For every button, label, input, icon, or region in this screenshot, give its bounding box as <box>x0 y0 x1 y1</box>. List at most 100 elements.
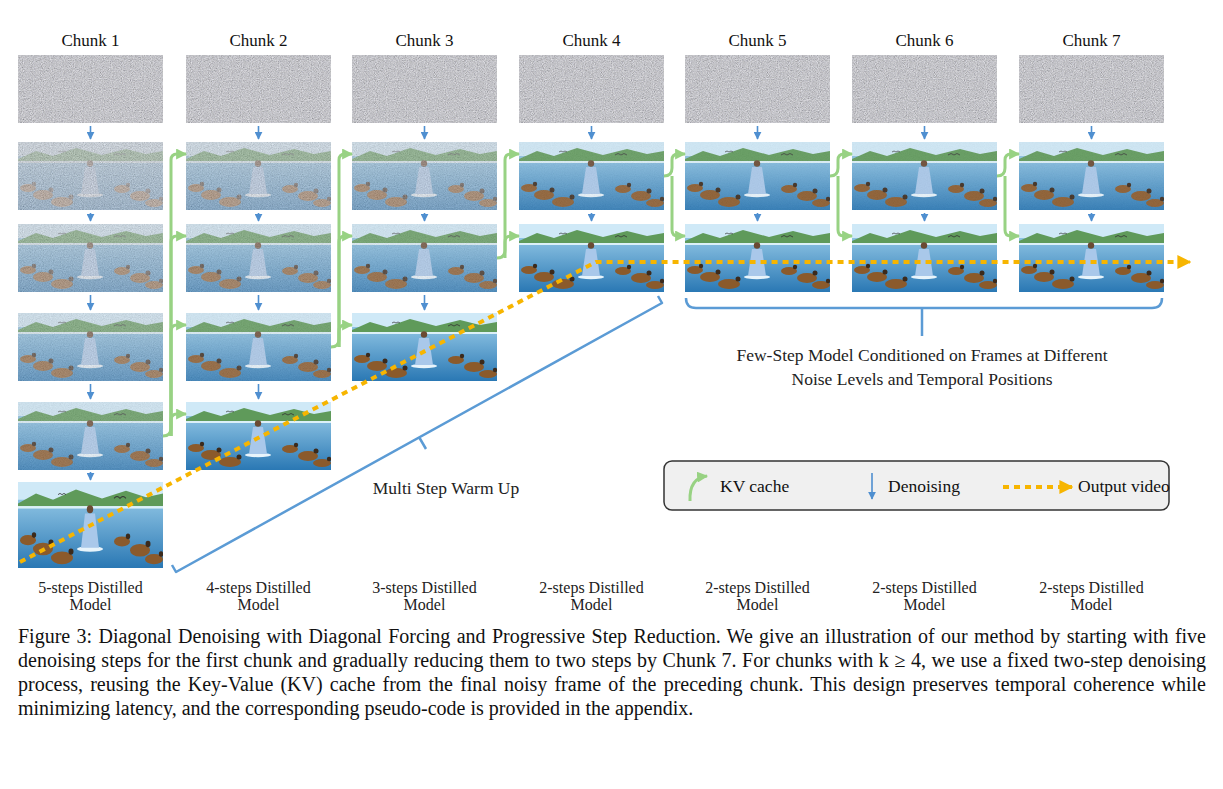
denoise-arrow <box>591 213 593 221</box>
video-frame <box>685 142 830 210</box>
noise-overlay <box>852 142 997 210</box>
kv-cache-group <box>664 154 685 236</box>
figure-caption: Figure 3: Diagonal Denoising with Diagon… <box>18 624 1206 720</box>
kv-cache-arrow <box>830 154 852 176</box>
kv-cache-branch <box>1005 176 1019 236</box>
kv-cache-group <box>830 154 852 236</box>
kv-cache-branch <box>171 414 186 436</box>
denoise-arrow <box>924 126 926 139</box>
denoise-arrow <box>424 213 426 221</box>
noise-overlay <box>18 402 163 470</box>
noise-overlay <box>186 142 331 210</box>
video-frame <box>186 313 331 381</box>
noise-frame <box>352 55 497 123</box>
noise-overlay <box>18 313 163 381</box>
chunk-heading: Chunk 6 <box>840 30 1009 52</box>
kv-cache-branch <box>339 325 352 347</box>
noise-frame <box>519 55 664 123</box>
model-label: 2-steps Distilled Model <box>521 579 662 613</box>
video-frame <box>18 313 163 381</box>
noise-overlay <box>18 224 163 292</box>
video-frame <box>352 142 497 210</box>
denoise-arrow <box>757 126 759 139</box>
legend-denoise-icon <box>871 473 873 499</box>
noise-overlay <box>519 142 664 210</box>
denoise-arrow <box>258 384 260 399</box>
denoise-arrow <box>424 126 426 139</box>
denoise-arrow <box>90 472 92 480</box>
denoise-arrow <box>90 295 92 310</box>
denoise-arrow <box>258 295 260 310</box>
denoise-arrow <box>90 213 92 221</box>
kv-cache-arrow <box>664 154 685 176</box>
video-frame <box>852 224 997 292</box>
kv-cache-arrow <box>331 154 352 347</box>
kv-cache-branch <box>171 236 186 436</box>
video-frame <box>186 224 331 292</box>
video-frame <box>1019 224 1164 292</box>
denoise-arrow <box>258 213 260 221</box>
legend-text: KV cache <box>720 474 789 498</box>
kv-cache-branch <box>505 236 519 258</box>
kv-cache-branch <box>339 236 352 347</box>
chunk-heading: Chunk 7 <box>1007 30 1176 52</box>
video-frame <box>186 142 331 210</box>
video-frame <box>852 142 997 210</box>
bracket-label: Multi Step Warm Up <box>346 476 546 500</box>
video-frame <box>519 142 664 210</box>
noise-frame <box>685 55 830 123</box>
chunk-heading: Chunk 5 <box>673 30 842 52</box>
denoise-arrow <box>1091 213 1093 221</box>
video-frame <box>352 313 497 381</box>
chunk-column: Chunk 52-steps Distilled Model <box>685 30 830 615</box>
bracket-note: Few-Step Model Conditioned on Frames at … <box>732 343 1112 391</box>
noise-frame <box>1019 55 1164 123</box>
kv-cache-group <box>163 154 186 436</box>
video-frame <box>685 224 830 292</box>
denoise-arrow <box>757 213 759 221</box>
few-step-bracket <box>686 298 1162 336</box>
legend-output-icon <box>1003 485 1072 489</box>
video-frame <box>1019 142 1164 210</box>
chunk-column: Chunk 62-steps Distilled Model <box>852 30 997 615</box>
model-label: 2-steps Distilled Model <box>1021 579 1162 613</box>
chunk-column: Chunk 42-steps Distilled Model <box>519 30 664 615</box>
denoise-arrow <box>1091 126 1093 139</box>
noise-overlay <box>685 142 830 210</box>
video-frame <box>519 224 664 292</box>
model-label: 2-steps Distilled Model <box>854 579 995 613</box>
noise-overlay <box>186 313 331 381</box>
kv-cache-group <box>997 154 1019 236</box>
legend-text: Denoising <box>888 474 960 498</box>
kv-cache-branch <box>672 176 685 236</box>
noise-overlay <box>352 224 497 292</box>
video-frame <box>352 224 497 292</box>
denoise-arrow <box>90 384 92 399</box>
noise-frame <box>186 55 331 123</box>
chunk-column: Chunk 24-steps Distilled Model <box>186 30 331 615</box>
chunk-column: Chunk 72-steps Distilled Model <box>1019 30 1164 615</box>
model-label: 3-steps Distilled Model <box>354 579 495 613</box>
model-label: 5-steps Distilled Model <box>20 579 161 613</box>
kv-cache-arrow <box>997 154 1019 176</box>
denoise-arrow <box>424 295 426 310</box>
kv-cache-branch <box>838 176 852 236</box>
denoise-arrow <box>924 213 926 221</box>
legend-text: Output video <box>1078 474 1170 498</box>
chunk-heading: Chunk 4 <box>507 30 676 52</box>
chunk-heading: Chunk 2 <box>174 30 343 52</box>
legend-kv-icon <box>690 476 707 501</box>
denoise-arrow <box>90 126 92 139</box>
kv-cache-branch <box>171 325 186 436</box>
legend-box <box>664 461 1169 510</box>
noise-overlay <box>1019 142 1164 210</box>
noise-overlay <box>352 142 497 210</box>
chunk-column: Chunk 33-steps Distilled Model <box>352 30 497 615</box>
chunk-column: Chunk 15-steps Distilled Model <box>18 30 163 615</box>
model-label: 4-steps Distilled Model <box>188 579 329 613</box>
output-video-path <box>20 262 1190 562</box>
noise-frame <box>852 55 997 123</box>
denoise-arrow <box>258 126 260 139</box>
video-frame <box>18 224 163 292</box>
